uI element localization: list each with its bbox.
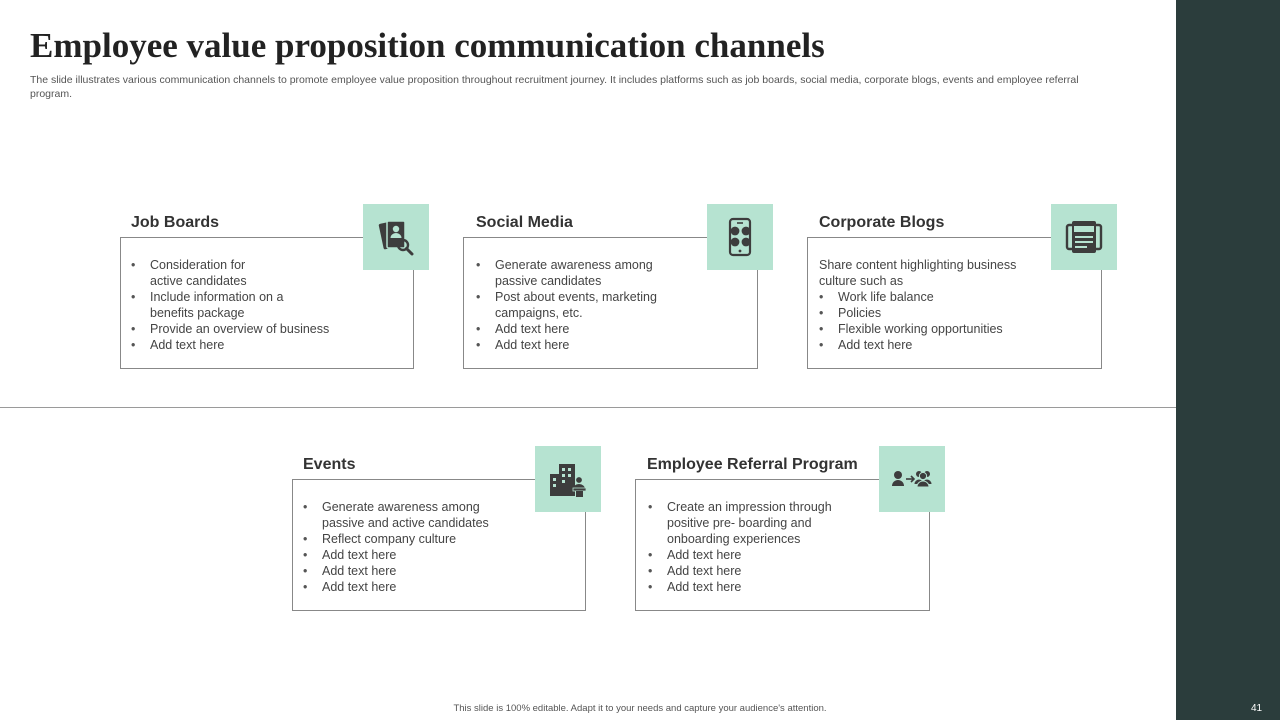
list-item: benefits package xyxy=(150,306,245,320)
list-item: Flexible working opportunities xyxy=(819,321,1091,337)
referral-group-icon xyxy=(879,446,945,512)
list-item: Consideration for xyxy=(131,257,403,273)
referral-title: Employee Referral Program xyxy=(647,456,858,473)
referral-list: Create an impression through positive pr… xyxy=(648,499,919,595)
section-divider xyxy=(0,407,1176,408)
job-boards-list: Consideration for active candidates Incl… xyxy=(131,257,403,353)
blog-icon xyxy=(1051,204,1117,270)
list-item: onboarding experiences xyxy=(667,532,801,546)
list-item: Add text here xyxy=(303,579,575,595)
list-item: passive candidates xyxy=(495,274,602,288)
page-number: 41 xyxy=(1251,703,1263,714)
slide-subtitle: The slide illustrates various communicat… xyxy=(30,74,1079,100)
list-item: Add text here xyxy=(648,579,919,595)
list-item: active candidates xyxy=(150,274,247,288)
list-item: Work life balance xyxy=(819,289,1091,305)
building-speaker-icon xyxy=(535,446,601,512)
events-title: Events xyxy=(303,456,356,473)
social-media-title: Social Media xyxy=(476,214,573,231)
right-sidebar-band xyxy=(1176,0,1280,720)
list-item: Include information on a xyxy=(131,289,403,305)
list-item: Add text here xyxy=(648,563,919,579)
corporate-blogs-list: Work life balance Policies Flexible work… xyxy=(819,289,1091,353)
corporate-blogs-title: Corporate Blogs xyxy=(819,214,945,231)
list-item: Provide an overview of business xyxy=(131,321,403,337)
corporate-blogs-lead: Share content highlighting business cult… xyxy=(819,258,1017,288)
list-item: Create an impression through xyxy=(648,499,919,515)
social-phone-icon xyxy=(707,204,773,270)
list-item: Generate awareness among xyxy=(476,257,747,273)
events-card: Generate awareness among passive and act… xyxy=(292,479,586,611)
list-item: Add text here xyxy=(303,563,575,579)
list-item: passive and active candidates xyxy=(322,516,489,530)
list-item: Generate awareness among xyxy=(303,499,575,515)
social-media-list: Generate awareness among passive candida… xyxy=(476,257,747,353)
list-item: campaigns, etc. xyxy=(495,306,583,320)
list-item: Add text here xyxy=(131,337,403,353)
slide-title: Employee value proposition communication… xyxy=(30,26,825,65)
job-boards-title: Job Boards xyxy=(131,214,220,231)
list-item: Add text here xyxy=(819,337,1091,353)
events-list: Generate awareness among passive and act… xyxy=(303,499,575,595)
list-item: Reflect company culture xyxy=(303,531,575,547)
list-item: Add text here xyxy=(476,337,747,353)
list-item: positive pre- boarding and xyxy=(667,516,812,530)
list-item: Add text here xyxy=(476,321,747,337)
list-item: Add text here xyxy=(648,547,919,563)
list-item: Add text here xyxy=(303,547,575,563)
list-item: Policies xyxy=(819,305,1091,321)
resume-search-icon xyxy=(363,204,429,270)
footer-note: This slide is 100% editable. Adapt it to… xyxy=(453,703,827,714)
list-item: Post about events, marketing xyxy=(476,289,747,305)
